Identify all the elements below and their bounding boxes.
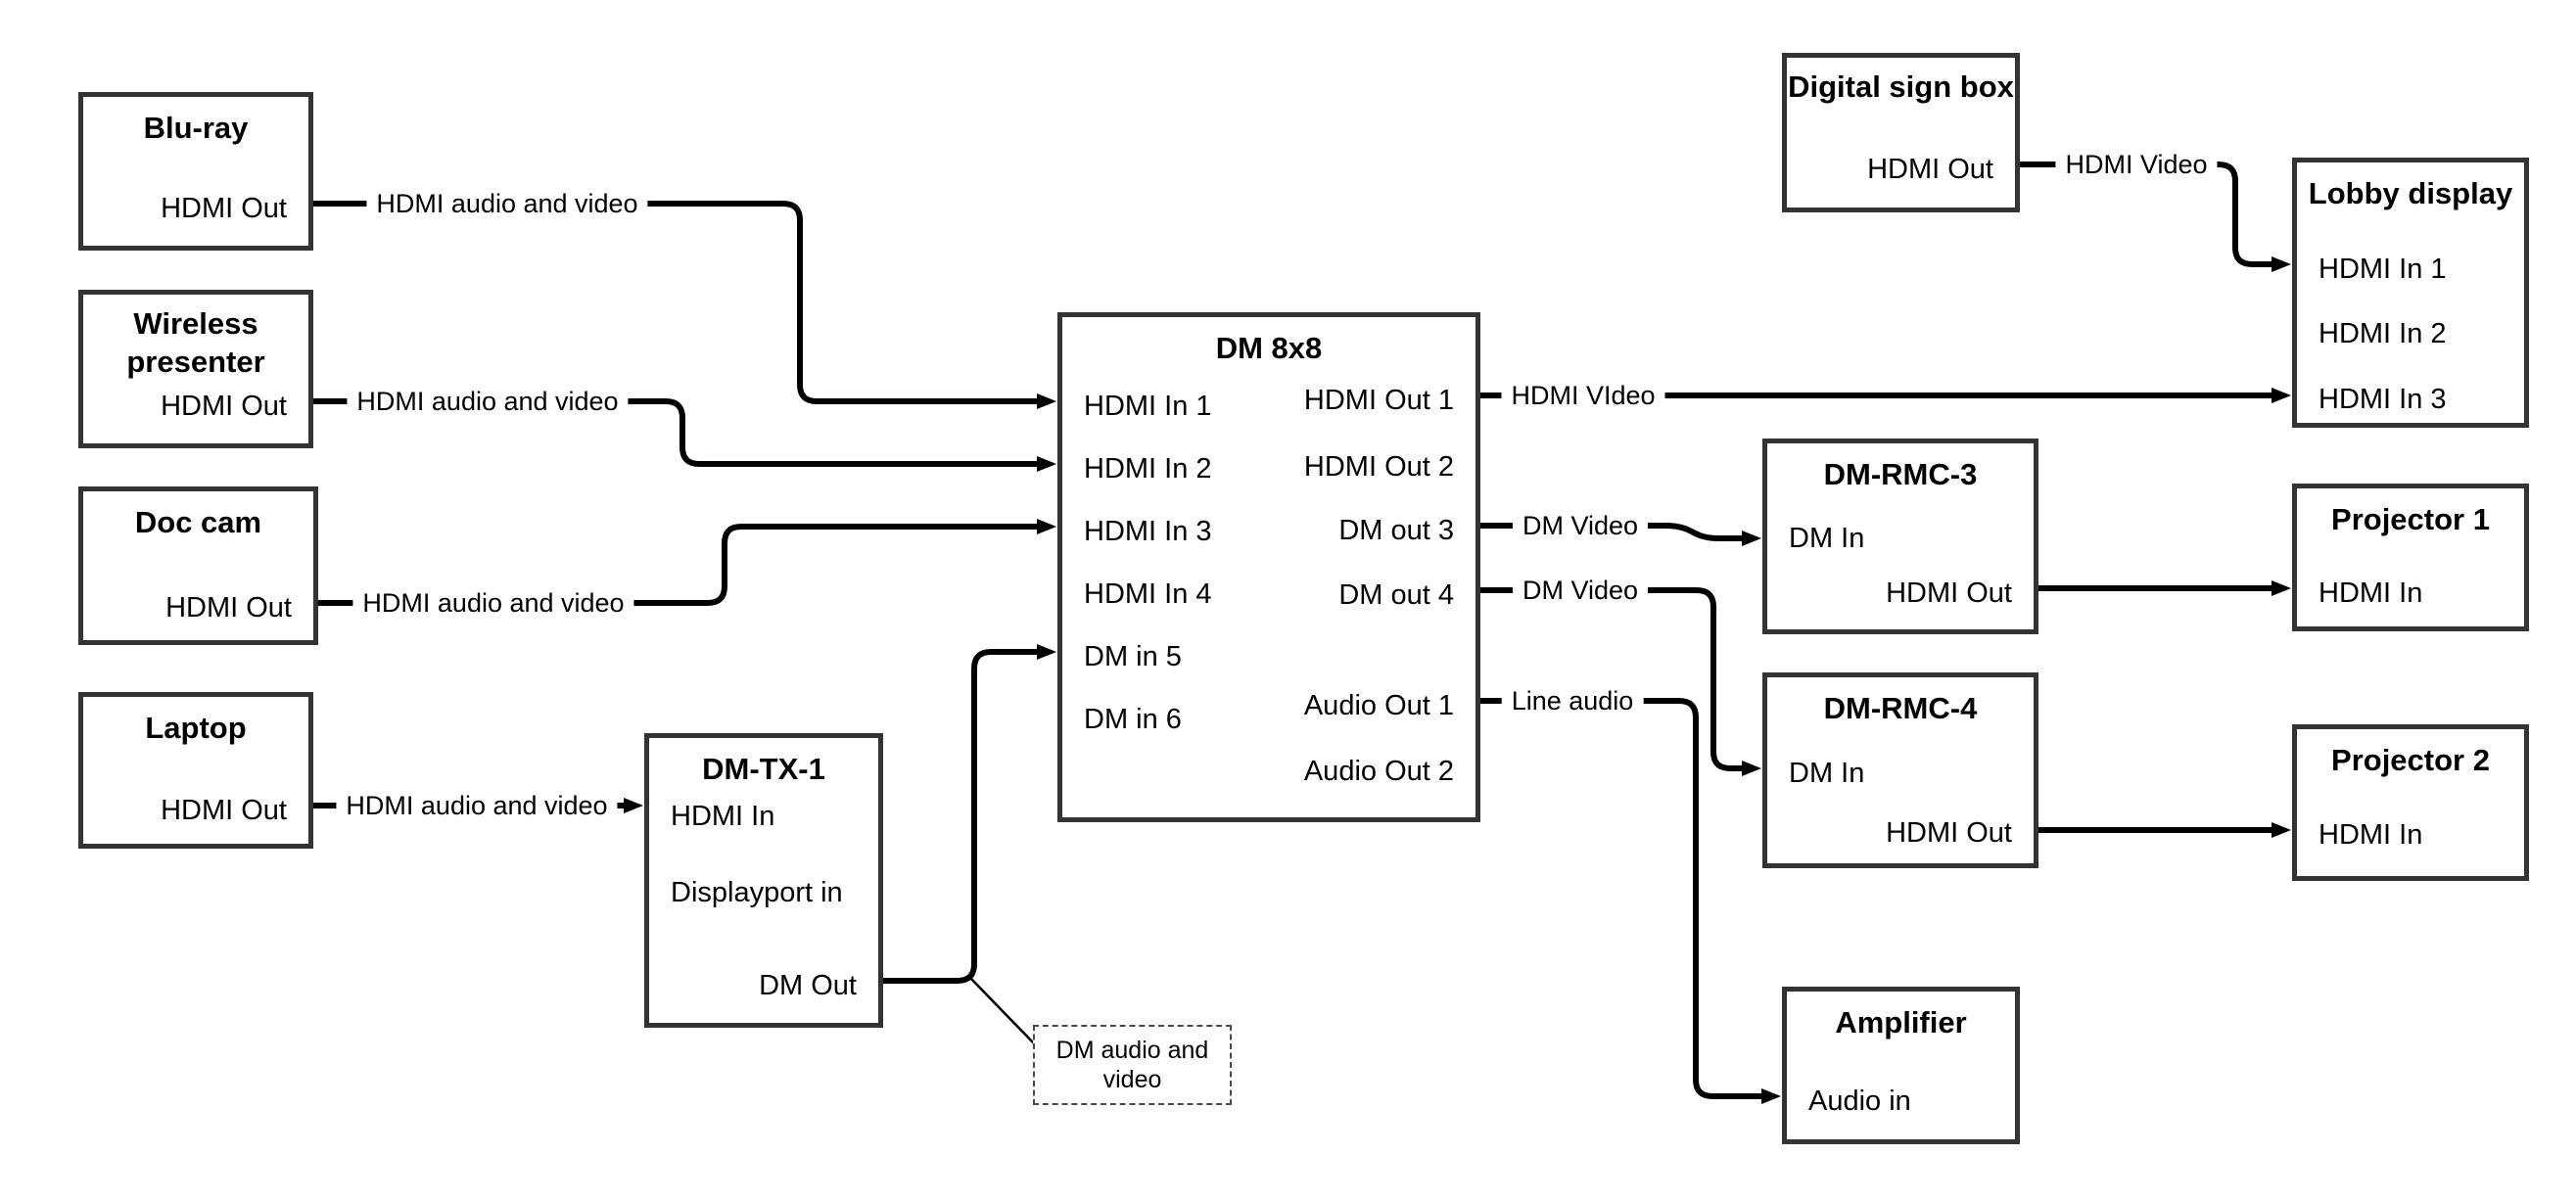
port-audio-out-2: Audio Out 2 <box>1303 756 1454 787</box>
node-title: DM-RMC-4 <box>1823 691 1978 725</box>
node-title: DM-RMC-3 <box>1823 457 1978 491</box>
port-hdmi-in-4: HDMI In 4 <box>1084 578 1212 610</box>
wire-dmtx1-to-dm8x8-in5 <box>883 644 1056 984</box>
node-laptop: Laptop HDMI Out <box>78 692 313 849</box>
port-hdmi-out-2: HDMI Out 2 <box>1303 451 1454 483</box>
port-dm-out-3: DM out 3 <box>1338 515 1454 546</box>
node-title: Projector 2 <box>2331 743 2490 777</box>
port-hdmi-out: HDMI Out <box>165 592 292 624</box>
node-projector-1: Projector 1 HDMI In <box>2292 484 2529 631</box>
port-hdmi-in: HDMI In <box>671 801 775 832</box>
node-dm-8x8: DM 8x8 HDMI In 1 HDMI In 2 HDMI In 3 HDM… <box>1057 312 1480 822</box>
node-title: Projector 1 <box>2331 502 2490 536</box>
wire-label-hdmi-audio-video: HDMI audio and video <box>347 386 629 417</box>
annotation-leader-line <box>968 976 1035 1044</box>
node-doc-cam: Doc cam HDMI Out <box>78 486 318 645</box>
node-amplifier: Amplifier Audio in <box>1782 987 2020 1144</box>
port-dm-in-5: DM in 5 <box>1084 641 1182 672</box>
node-title: Amplifier <box>1835 1005 1967 1039</box>
port-dm-out-4: DM out 4 <box>1338 579 1454 611</box>
port-audio-in: Audio in <box>1808 1086 1911 1117</box>
port-hdmi-in-2: HDMI In 2 <box>1084 453 1212 485</box>
wire-label-hdmi-audio-video: HDMI audio and video <box>336 790 618 821</box>
port-hdmi-out: HDMI Out <box>1867 154 1993 185</box>
wire-label-hdmi-video: HDMI VIdeo <box>1501 380 1665 411</box>
node-title: Lobby display <box>2308 176 2513 210</box>
port-hdmi-out: HDMI Out <box>161 391 287 422</box>
port-audio-out-1: Audio Out 1 <box>1303 690 1454 721</box>
node-title: Blu-ray <box>143 111 249 145</box>
port-displayport-in: Displayport in <box>671 877 843 908</box>
wire-bluray-to-dm8x8-in1 <box>313 201 1056 409</box>
node-lobby-display: Lobby display HDMI In 1 HDMI In 2 HDMI I… <box>2292 158 2529 428</box>
port-dm-in-6: DM in 6 <box>1084 704 1182 735</box>
wire-digisign-to-lobby-in1 <box>2020 162 2291 272</box>
port-dm-in: DM In <box>1789 523 1865 554</box>
port-hdmi-in-1: HDMI In 1 <box>1084 391 1212 422</box>
wire-doccam-to-dm8x8-in3 <box>318 519 1056 606</box>
wire-label-dm-video: DM Video <box>1512 575 1649 606</box>
port-hdmi-in: HDMI In <box>2318 819 2423 851</box>
node-blu-ray: Blu-ray HDMI Out <box>78 92 313 251</box>
node-dm-rmc-3: DM-RMC-3 DM In HDMI Out <box>1762 439 2038 634</box>
port-hdmi-out: HDMI Out <box>161 193 287 224</box>
wire-label-hdmi-audio-video: HDMI audio and video <box>366 188 648 219</box>
node-dm-tx-1: DM-TX-1 HDMI In Displayport in DM Out <box>644 733 883 1028</box>
node-title: Digital sign box <box>1788 69 2014 104</box>
annotation-dm-audio-video: DM audio and video <box>1033 1025 1232 1105</box>
node-title: DM-TX-1 <box>702 752 825 786</box>
node-digital-sign-box: Digital sign box HDMI Out <box>1782 53 2020 212</box>
node-title: Wireless presenter <box>126 306 265 379</box>
port-hdmi-in-2: HDMI In 2 <box>2318 318 2447 349</box>
wire-label-line-audio: Line audio <box>1501 685 1644 716</box>
wire-dm8x8-audio1-to-amp <box>1480 698 1781 1104</box>
port-hdmi-out-1: HDMI Out 1 <box>1303 385 1454 416</box>
wire-wireless-to-dm8x8-in2 <box>313 398 1056 472</box>
port-dm-in: DM In <box>1789 758 1865 789</box>
port-hdmi-out: HDMI Out <box>161 795 287 826</box>
port-hdmi-out: HDMI Out <box>1886 817 2012 849</box>
wire-dm8x8-out4-to-dmrmc4 <box>1480 587 1761 776</box>
node-wireless-presenter: Wireless presenter HDMI Out <box>78 290 313 448</box>
port-hdmi-in: HDMI In <box>2318 577 2423 609</box>
node-projector-2: Projector 2 HDMI In <box>2292 724 2529 881</box>
port-dm-out: DM Out <box>759 970 857 1001</box>
node-title: DM 8x8 <box>1215 331 1323 365</box>
port-hdmi-in-1: HDMI In 1 <box>2318 254 2447 285</box>
node-title: Laptop <box>145 711 247 745</box>
wire-label-hdmi-audio-video: HDMI audio and video <box>352 587 634 619</box>
wire-label-hdmi-video: HDMI Video <box>2055 149 2218 180</box>
port-hdmi-out: HDMI Out <box>1886 577 2012 609</box>
node-title: Doc cam <box>134 505 262 539</box>
wire-dm8x8-out3-to-dmrmc3 <box>1480 523 1761 546</box>
node-dm-rmc-4: DM-RMC-4 DM In HDMI Out <box>1762 672 2038 868</box>
port-hdmi-in-3: HDMI In 3 <box>1084 516 1212 547</box>
port-hdmi-in-3: HDMI In 3 <box>2318 384 2447 415</box>
wire-label-dm-video: DM Video <box>1512 510 1649 541</box>
